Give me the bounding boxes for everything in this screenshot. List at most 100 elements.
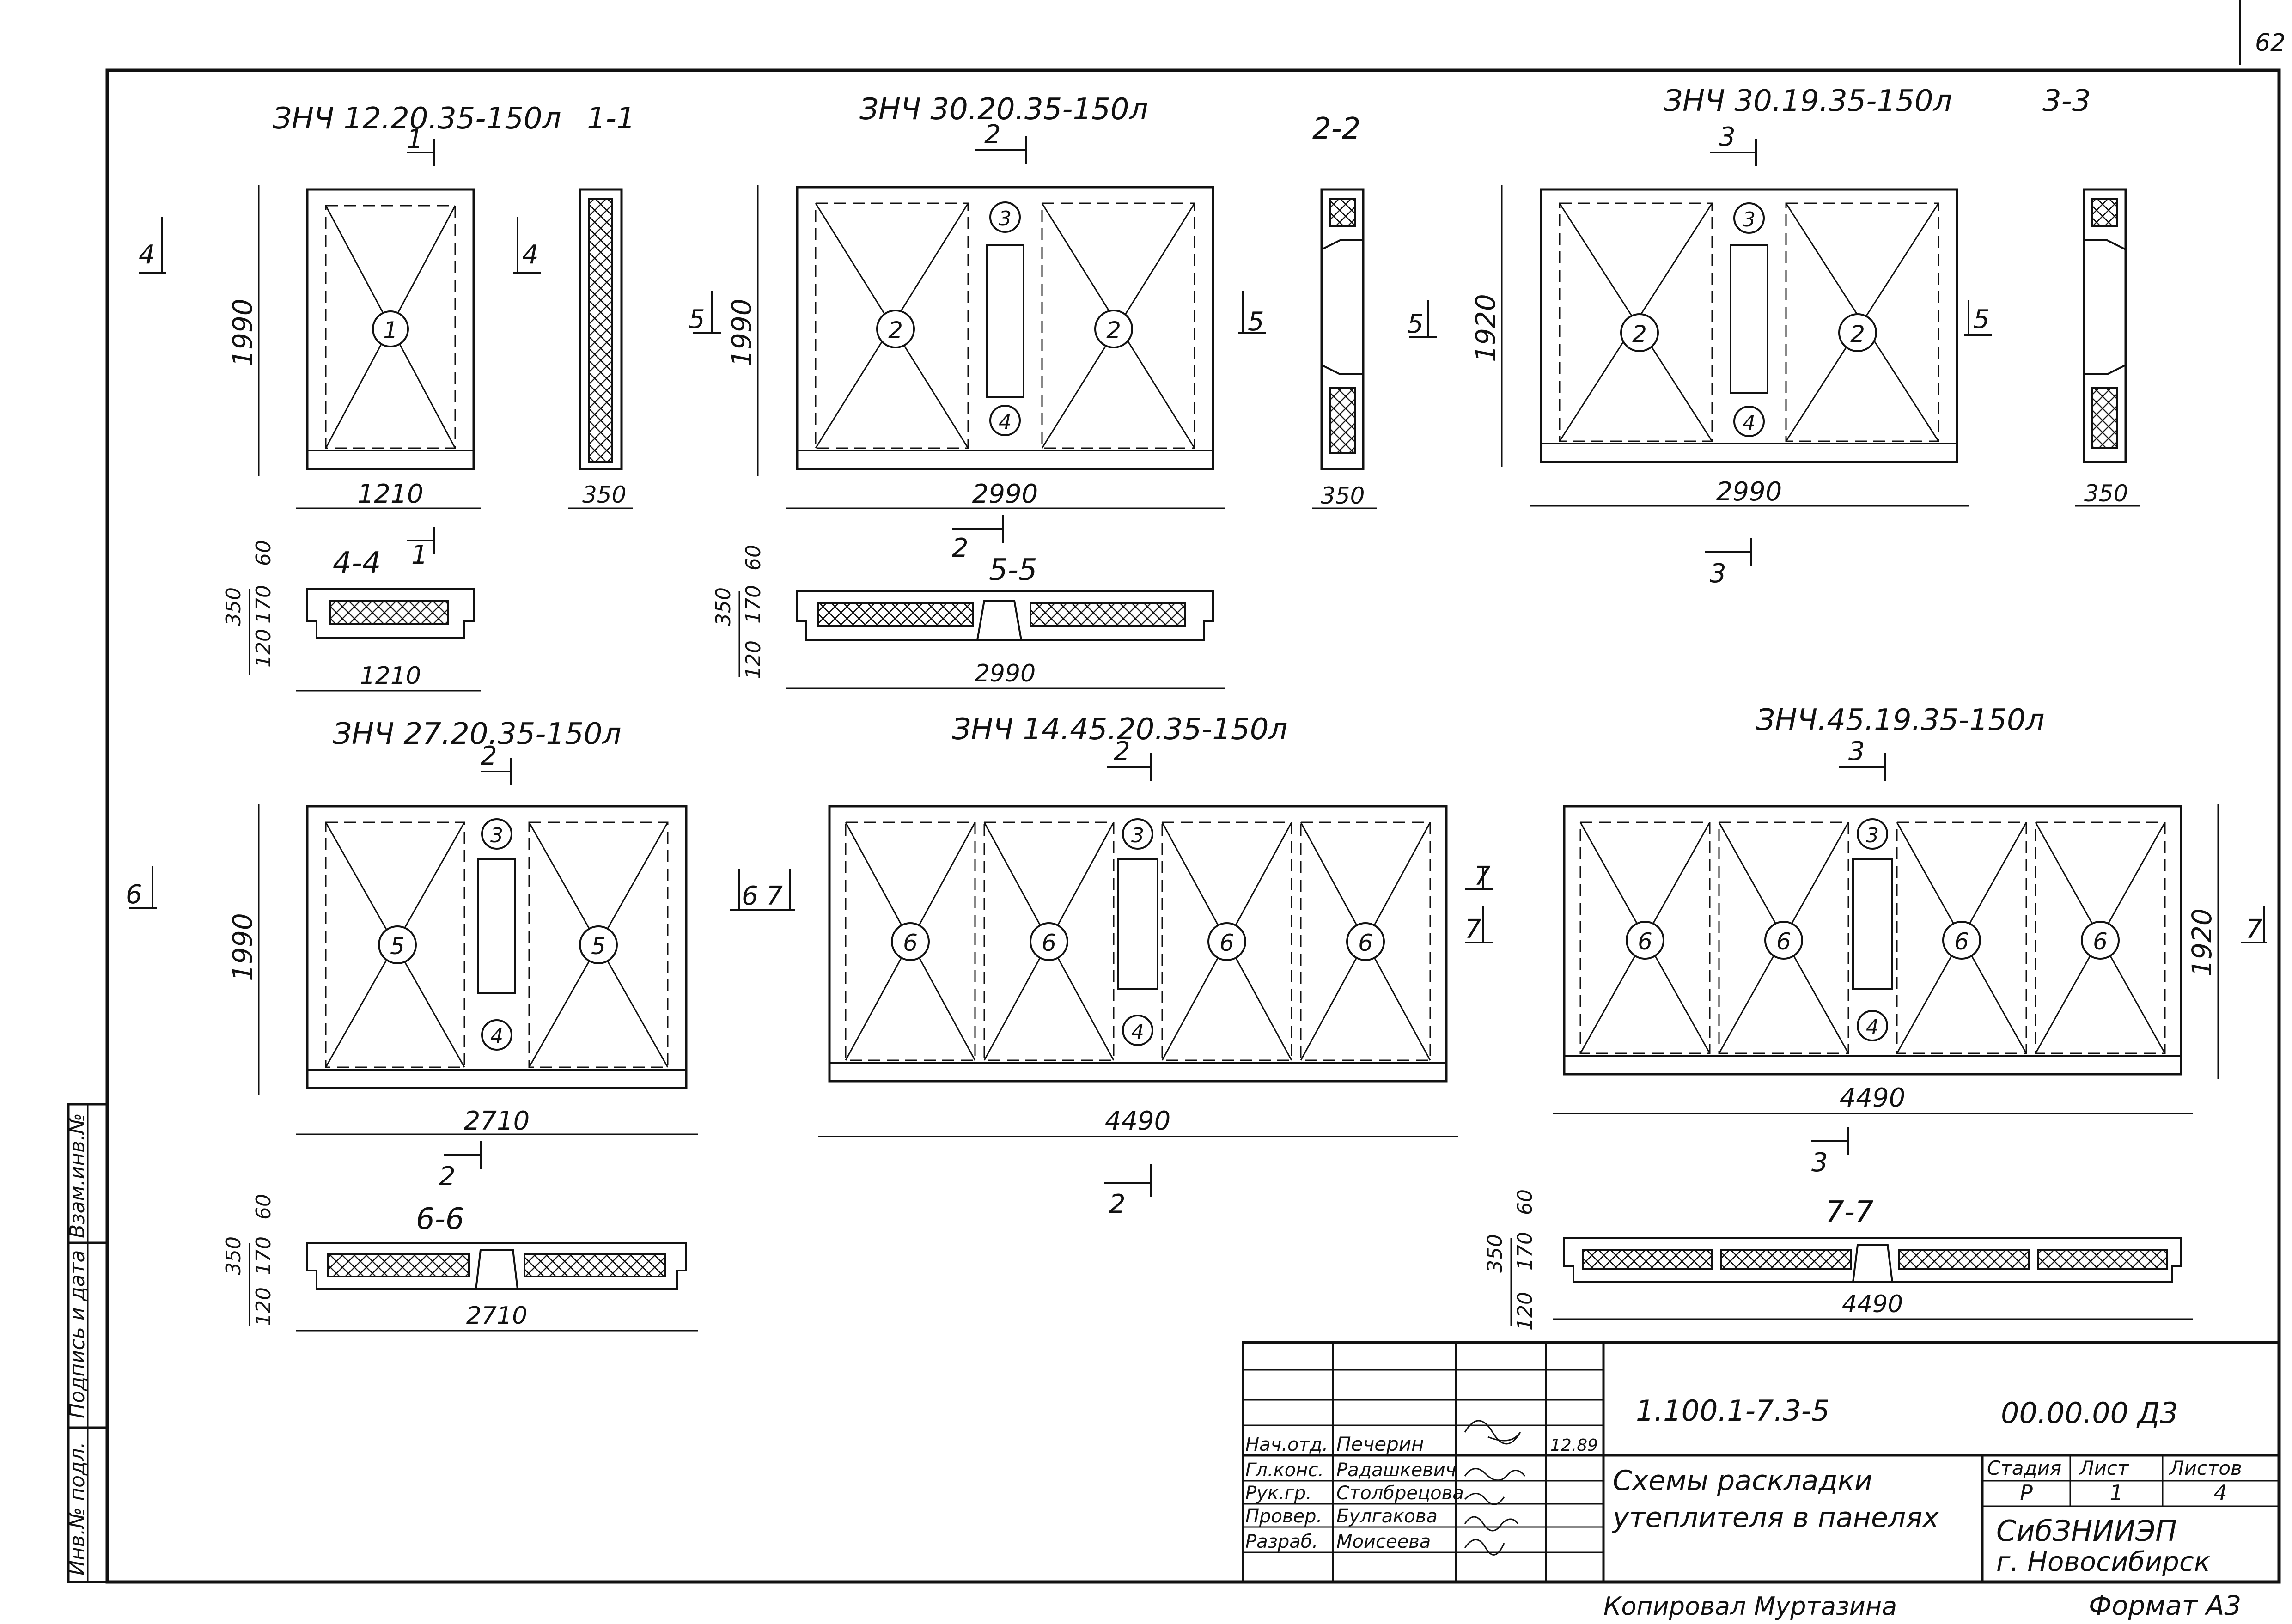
section-5-5: 5-5 60 170 120 350 2990: [712, 545, 1225, 689]
svg-text:3: 3: [1131, 824, 1144, 847]
svg-text:5: 5: [1973, 304, 1990, 335]
side-view-2-2: 350: [1312, 188, 1377, 509]
svg-text:4490: 4490: [1842, 1290, 1903, 1318]
panel-3-height: 1920: [1470, 294, 1501, 362]
svg-text:Моисеева: Моисеева: [1336, 1531, 1431, 1552]
doc-description-2: утеплителя в панелях: [1612, 1502, 1939, 1534]
side-stamp: Инв.№ подл. Подпись и дата Взам.инв.№: [66, 1103, 109, 1583]
svg-text:6: 6: [1954, 928, 1969, 955]
svg-text:4: 4: [1131, 1020, 1144, 1044]
svg-text:Провер.: Провер.: [1245, 1506, 1322, 1527]
svg-text:3: 3: [1848, 736, 1865, 766]
svg-text:5: 5: [689, 304, 705, 335]
svg-text:6-6: 6-6: [416, 1202, 464, 1236]
arrow-4-left: 4: [139, 240, 155, 270]
svg-text:Гл.конс.: Гл.конс.: [1245, 1460, 1324, 1481]
svg-text:6 7: 6 7: [742, 881, 783, 911]
doc-description-1: Схемы раскладки: [1613, 1465, 1872, 1497]
panel-3-width: 2990: [1716, 477, 1782, 507]
callout-1: 1: [383, 317, 398, 344]
stamp-signature-date: Подпись и дата: [66, 1250, 89, 1418]
side-view-3-3: 350: [2075, 188, 2140, 507]
svg-text:3: 3: [1710, 559, 1726, 589]
panel-5-width: 4490: [1105, 1106, 1171, 1136]
svg-text:Радашкевич: Радашкевич: [1336, 1460, 1456, 1481]
svg-text:6: 6: [1638, 928, 1652, 955]
date: 12.89: [1550, 1436, 1598, 1455]
svg-text:6: 6: [126, 880, 142, 910]
side-1-thickness: 350: [582, 481, 626, 508]
svg-text:6: 6: [1042, 930, 1056, 956]
svg-text:2990: 2990: [975, 660, 1036, 687]
arrow-1-bottom: 1: [411, 540, 428, 570]
svg-text:6: 6: [2093, 928, 2108, 955]
svg-text:60: 60: [1513, 1189, 1537, 1215]
panel-2-height: 1990: [726, 298, 757, 367]
svg-text:2: 2: [481, 741, 497, 771]
svg-text:Р: Р: [2020, 1480, 2033, 1505]
svg-text:350: 350: [222, 587, 245, 626]
svg-text:6: 6: [903, 930, 918, 956]
section-3-3-label: 3-3: [2042, 84, 2091, 118]
svg-text:4: 4: [2213, 1480, 2227, 1505]
svg-text:2: 2: [1109, 1189, 1126, 1219]
section-6-6: 6-6 60 170 120 350 2710: [222, 1194, 698, 1332]
svg-text:2710: 2710: [466, 1302, 527, 1330]
side-2-thickness: 350: [1321, 482, 1365, 509]
svg-text:7: 7: [1465, 914, 1481, 944]
panel-2-title: ЗНЧ 30.20.35-150л: [860, 92, 1148, 127]
svg-text:2: 2: [984, 120, 1001, 150]
panel-4-height: 1990: [227, 913, 258, 981]
svg-text:5: 5: [1407, 309, 1424, 339]
svg-text:4: 4: [999, 410, 1012, 434]
svg-text:120: 120: [252, 1287, 275, 1326]
svg-text:7: 7: [2246, 914, 2262, 944]
svg-text:Нач.отд.: Нач.отд.: [1245, 1434, 1328, 1455]
panel-1-height: 1990: [227, 298, 258, 367]
stamp-inv-no: Инв.№ подл.: [66, 1442, 89, 1575]
panel-3: ЗНЧ 30.19.35-150л 3-3 2 2 3 4 1920 2990 …: [1407, 84, 2091, 589]
panel-2-width: 2990: [972, 479, 1038, 509]
panel-4-width: 2710: [464, 1106, 530, 1136]
svg-text:Рук.гр.: Рук.гр.: [1245, 1483, 1312, 1504]
panel-2: ЗНЧ 30.20.35-150л 2-2 2 2 3 4 1990 2990 …: [689, 92, 1361, 563]
svg-text:170: 170: [742, 585, 765, 624]
svg-text:7-7: 7-7: [1825, 1195, 1874, 1229]
svg-text:Булгакова: Булгакова: [1336, 1506, 1438, 1527]
panel-3-title: ЗНЧ 30.19.35-150л: [1664, 84, 1952, 118]
svg-text:170: 170: [252, 585, 275, 624]
org-city: г. Новосибирск: [1996, 1546, 2210, 1577]
svg-text:2: 2: [1632, 321, 1647, 347]
stamp-replace-inv: Взам.инв.№: [66, 1113, 89, 1238]
svg-text:5-5: 5-5: [989, 553, 1037, 587]
svg-text:350: 350: [1483, 1234, 1507, 1273]
svg-text:Столбрецова: Столбрецова: [1336, 1483, 1464, 1504]
svg-text:350: 350: [222, 1236, 245, 1275]
svg-text:4: 4: [1866, 1016, 1879, 1039]
svg-text:60: 60: [252, 540, 275, 566]
section-7-7: 7-7 60 170 120 350 4490: [1483, 1189, 2193, 1331]
format: Формат А3: [2089, 1590, 2241, 1621]
arrow-1-top: 1: [407, 124, 423, 154]
svg-text:5: 5: [591, 933, 606, 960]
svg-text:4: 4: [1743, 411, 1756, 435]
panel-6: ЗНЧ.45.19.35-150л 6 6 6 6 3 4 1920 4490 …: [1465, 703, 2267, 1178]
svg-text:2: 2: [952, 533, 969, 563]
svg-text:4-4: 4-4: [333, 546, 381, 580]
svg-text:3: 3: [490, 824, 503, 847]
svg-text:60: 60: [742, 545, 765, 571]
svg-text:4: 4: [490, 1025, 503, 1048]
arrow-4-right: 4: [522, 240, 539, 270]
svg-text:5: 5: [390, 933, 405, 960]
panel-1-title: ЗНЧ 12.20.35-150л: [273, 102, 561, 136]
svg-text:3: 3: [999, 207, 1012, 231]
svg-text:120: 120: [252, 629, 275, 668]
page-number: 62: [2255, 29, 2286, 57]
panel-6-title: ЗНЧ.45.19.35-150л: [1756, 703, 2045, 737]
svg-text:60: 60: [252, 1194, 275, 1220]
side-view-1-1: 350: [568, 188, 633, 509]
side-3-thickness: 350: [2084, 480, 2128, 507]
svg-text:3: 3: [1866, 824, 1879, 847]
svg-text:Разраб.: Разраб.: [1245, 1531, 1318, 1552]
svg-text:1210: 1210: [360, 662, 421, 690]
